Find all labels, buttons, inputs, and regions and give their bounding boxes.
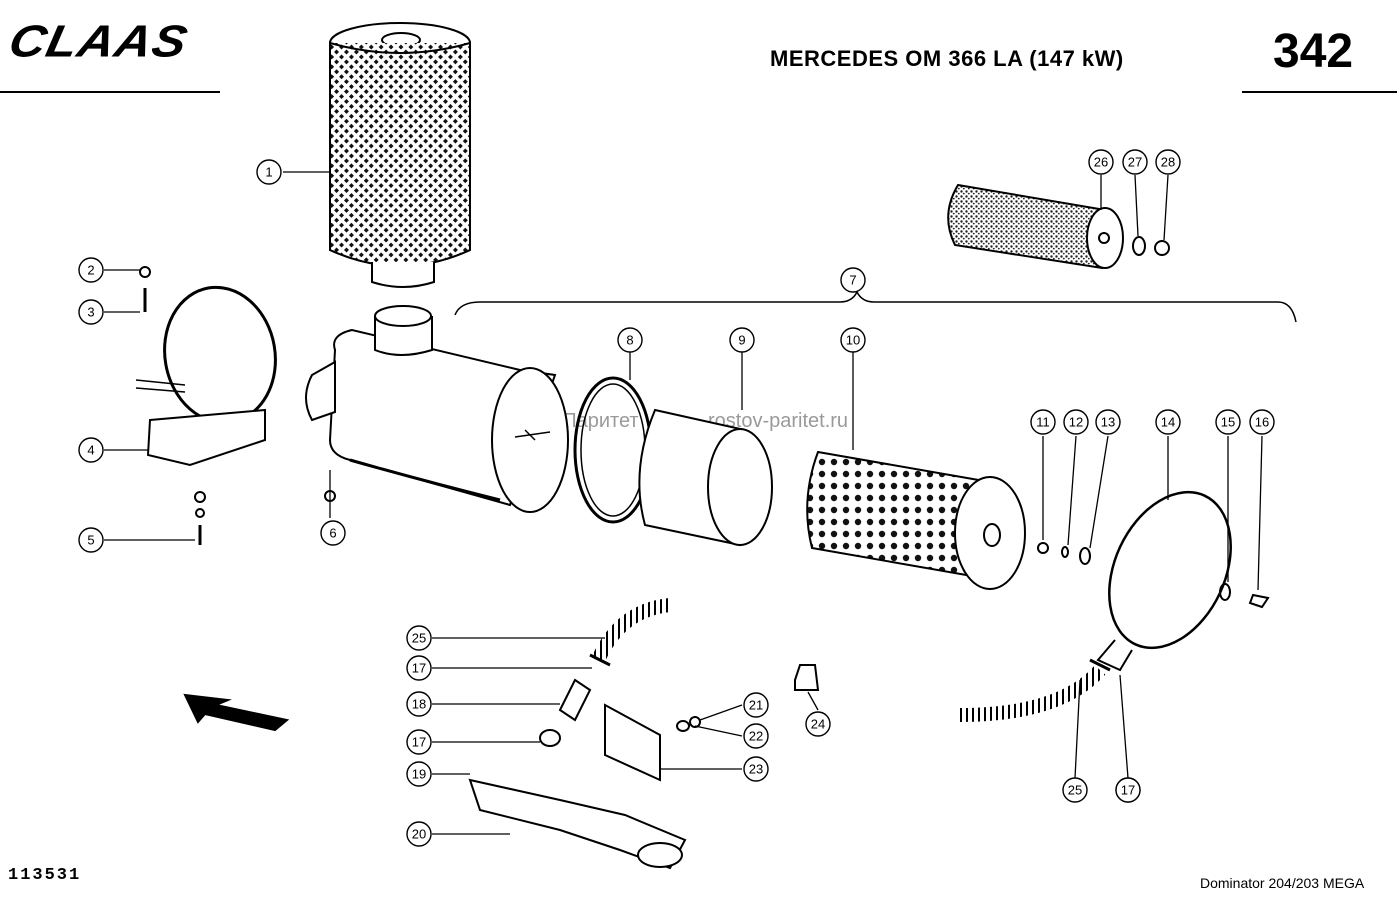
watermark-site: rostov-paritet.ru (708, 410, 849, 432)
svg-text:15: 15 (1221, 415, 1235, 430)
callout-21: 21 (743, 692, 769, 718)
svg-text:10: 10 (846, 333, 860, 348)
callout-20: 20 (406, 821, 432, 847)
callout-27: 27 (1122, 149, 1148, 175)
callout-6: 6 (320, 520, 346, 546)
svg-text:28: 28 (1161, 155, 1175, 170)
svg-text:18: 18 (412, 697, 426, 712)
callout-9: 9 (729, 327, 755, 353)
callout-17: 17 (1115, 777, 1141, 803)
svg-text:27: 27 (1128, 155, 1142, 170)
svg-text:8: 8 (626, 333, 633, 348)
svg-text:12: 12 (1069, 415, 1083, 430)
callout-13: 13 (1095, 409, 1121, 435)
page-title: MERCEDES OM 366 LA (147 kW) (770, 46, 1124, 71)
svg-text:6: 6 (329, 526, 336, 541)
callout-4: 4 (78, 437, 104, 463)
callout-17: 17 (406, 729, 432, 755)
callout-8: 8 (617, 327, 643, 353)
callout-12: 12 (1063, 409, 1089, 435)
callout-16: 16 (1249, 409, 1275, 435)
callout-26: 26 (1088, 149, 1114, 175)
callout-14: 14 (1155, 409, 1181, 435)
svg-text:22: 22 (749, 729, 763, 744)
svg-text:17: 17 (1121, 783, 1135, 798)
callout-10: 10 (840, 327, 866, 353)
callout-28: 28 (1155, 149, 1181, 175)
svg-text:13: 13 (1101, 415, 1115, 430)
svg-text:16: 16 (1255, 415, 1269, 430)
svg-text:1: 1 (265, 165, 272, 180)
page-number: 342 (1273, 25, 1354, 78)
callout-11: 11 (1030, 409, 1056, 435)
callout-22: 22 (743, 723, 769, 749)
callout-5: 5 (78, 527, 104, 553)
callout-25: 25 (406, 625, 432, 651)
svg-text:14: 14 (1161, 415, 1175, 430)
drawing-number: 113531 (8, 866, 82, 885)
svg-text:21: 21 (749, 698, 763, 713)
callout-19: 19 (406, 761, 432, 787)
callout-23: 23 (743, 756, 769, 782)
svg-text:4: 4 (87, 443, 94, 458)
svg-text:2: 2 (87, 263, 94, 278)
svg-text:3: 3 (87, 305, 94, 320)
callout-24: 24 (805, 711, 831, 737)
svg-text:20: 20 (412, 827, 426, 842)
callout-7: 7 (840, 267, 866, 293)
svg-text:7: 7 (849, 273, 856, 288)
svg-text:24: 24 (811, 717, 825, 732)
svg-text:17: 17 (412, 661, 426, 676)
svg-text:19: 19 (412, 767, 426, 782)
svg-text:23: 23 (749, 762, 763, 777)
svg-text:25: 25 (1068, 783, 1082, 798)
callout-18: 18 (406, 691, 432, 717)
callout-15: 15 (1215, 409, 1241, 435)
svg-text:17: 17 (412, 735, 426, 750)
svg-text:25: 25 (412, 631, 426, 646)
callout-1: 1 (256, 159, 282, 185)
callout-3: 3 (78, 299, 104, 325)
svg-text:26: 26 (1094, 155, 1108, 170)
callout-25: 25 (1062, 777, 1088, 803)
callout-17: 17 (406, 655, 432, 681)
machine-model: Dominator 204/203 MEGA (1200, 875, 1365, 891)
svg-text:5: 5 (87, 533, 94, 548)
callout-2: 2 (78, 257, 104, 283)
svg-text:9: 9 (738, 333, 745, 348)
svg-text:11: 11 (1036, 415, 1050, 430)
